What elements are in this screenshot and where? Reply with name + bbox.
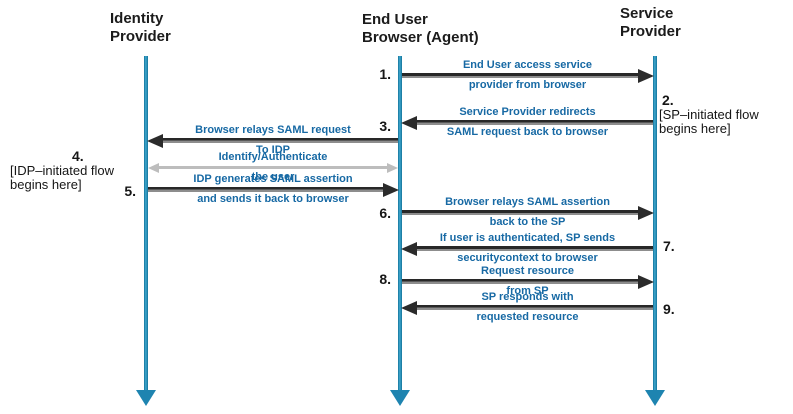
message-6: Browser relays SAML assertion back to th…: [402, 196, 654, 229]
arrowhead-right-icon: [638, 68, 654, 83]
message-3: Browser relays SAML request To IDP: [147, 124, 398, 157]
actor-label-line: Service: [620, 5, 674, 22]
message-label: If user is authenticated, SP sends: [439, 232, 616, 244]
arrowhead-left-icon: [401, 115, 417, 130]
arrow-shaft: [402, 73, 640, 78]
arrow-shaft: [415, 246, 653, 251]
message-arrow: [401, 300, 653, 315]
message-5: IDP generates SAML assertion and sends i…: [148, 173, 399, 206]
step-number-9: 9.: [663, 301, 675, 317]
message-8: Request resource from SP: [402, 265, 654, 298]
message-arrow: [401, 115, 653, 130]
message-label: the user: [251, 171, 295, 183]
arrowhead-right-icon: [638, 205, 654, 220]
message-arrow: [402, 68, 654, 83]
message-7: If user is authenticated, SP sends secur…: [401, 232, 653, 265]
step-number-2: 2.: [662, 92, 674, 108]
actor-label-line: Provider: [620, 23, 681, 40]
message-label: provider from browser: [468, 79, 587, 91]
actor-label-line: Identity: [110, 10, 164, 27]
message-arrow: [148, 162, 398, 173]
message-arrow: [402, 205, 654, 220]
arrow-shaft: [402, 210, 640, 215]
arrowhead-right-icon: [638, 274, 654, 289]
lifeline-service-provider: [653, 56, 657, 392]
message-arrow: [401, 241, 653, 256]
message-label: IDP generates SAML assertion: [193, 173, 353, 185]
arrowhead-left-icon: [148, 162, 159, 173]
arrow-shaft: [158, 166, 388, 169]
message-1: End User access service provider from br…: [402, 59, 654, 92]
step-number-7: 7.: [663, 238, 675, 254]
arrowhead-left-icon: [401, 241, 417, 256]
annotation-line: begins here]: [10, 176, 82, 192]
message-arrow: [147, 133, 398, 148]
arrowhead-left-icon: [401, 300, 417, 315]
step-number-5: 5.: [124, 183, 136, 199]
message-2: Service Provider redirects SAML request …: [401, 106, 653, 139]
message-label: requested resource: [476, 311, 579, 323]
arrow-shaft: [415, 305, 653, 310]
message-label: End User access service: [462, 59, 593, 71]
message-label: Browser relays SAML request: [195, 124, 351, 136]
annotation-line: begins here]: [659, 120, 731, 136]
arrow-shaft: [415, 120, 653, 125]
message-label: Service Provider redirects: [459, 106, 596, 118]
actor-label-line: Browser (Agent): [362, 29, 479, 46]
arrowhead-right-icon: [387, 162, 398, 173]
message-arrow: [402, 274, 654, 289]
annotation-sp-initiated: 2. [SP–initiated flow begins here]: [659, 92, 759, 135]
step-number-6: 6.: [379, 205, 391, 221]
arrowhead-right-icon: [383, 182, 399, 197]
message-4: Identify/Authenticate the user: [148, 151, 398, 184]
annotation-line: [SP–initiated flow: [659, 107, 759, 122]
step-number-8: 8.: [379, 271, 391, 287]
message-label: back to the SP: [489, 216, 566, 228]
step-number-4: 4.: [72, 148, 84, 164]
message-label: Request resource: [481, 265, 574, 277]
arrow-down-icon: [390, 390, 410, 406]
actor-label-line: End User: [362, 11, 428, 28]
arrow-shaft: [161, 138, 398, 143]
step-number-3: 3.: [379, 118, 391, 134]
message-label: securitycontext to browser: [457, 252, 598, 264]
lifeline-end-user-browser: [398, 56, 402, 392]
actor-header-identity-provider: Identity Provider: [110, 10, 171, 46]
lifeline-identity-provider: [144, 56, 148, 392]
arrow-down-icon: [136, 390, 156, 406]
message-label: and sends it back to browser: [197, 193, 349, 205]
arrow-shaft: [402, 279, 640, 284]
step-number-1: 1.: [379, 66, 391, 82]
arrow-down-icon: [645, 390, 665, 406]
message-9: SP responds with requested resource: [401, 291, 653, 324]
arrow-shaft: [148, 187, 385, 192]
actor-header-service-provider: Service Provider: [620, 5, 681, 41]
message-label: Identify/Authenticate: [218, 151, 328, 163]
message-arrow: [148, 182, 399, 197]
actor-header-end-user-browser: End User Browser (Agent): [362, 11, 479, 47]
message-label: SAML request back to browser: [446, 126, 609, 138]
message-label: Browser relays SAML assertion: [445, 196, 610, 208]
annotation-idp-initiated: 4. [IDP–initiated flow begins here]: [10, 148, 134, 191]
annotation-line: [IDP–initiated flow: [10, 163, 115, 178]
actor-label-line: Provider: [110, 28, 171, 45]
message-label: To IDP: [255, 144, 290, 156]
arrowhead-left-icon: [147, 133, 163, 148]
message-label: SP responds with: [481, 291, 574, 303]
message-label: from SP: [506, 285, 549, 297]
